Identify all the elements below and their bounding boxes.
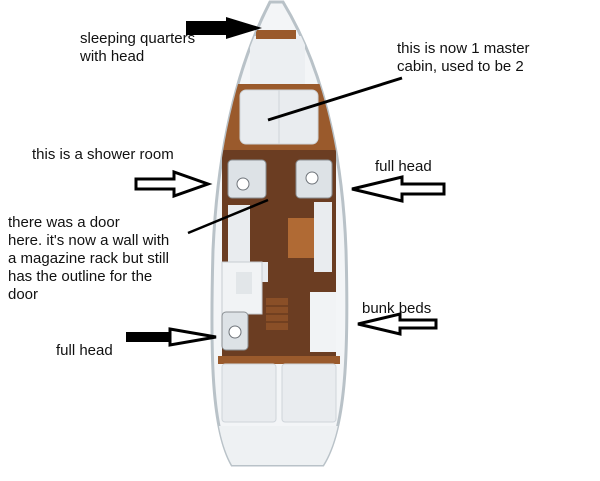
bow-trim xyxy=(256,30,296,39)
arrow-sleeping-quarters xyxy=(186,17,262,39)
aft-head-left-toilet xyxy=(228,325,242,339)
label-sleeping-quarters: sleeping quarters with head xyxy=(80,30,196,65)
bunk-bed-area xyxy=(310,292,336,352)
door-note-pointer xyxy=(187,198,269,235)
master-cabin-pointer xyxy=(267,76,403,122)
aft-cabin-left xyxy=(221,363,277,423)
bow-quarters xyxy=(250,36,305,84)
label-bunk-beds: bunk beds xyxy=(362,300,432,317)
saloon-seat-right xyxy=(314,202,332,272)
forward-head-right-toilet xyxy=(305,171,319,185)
label-master-cabin: this is now 1 master cabin, used to be 2 xyxy=(397,40,530,75)
label-full-head-right: full head xyxy=(375,158,432,175)
label-door-note: there was a door here. it's now a wall w… xyxy=(8,214,170,303)
arrow-full-head-right xyxy=(351,175,446,203)
aft-cabin-floor xyxy=(218,356,340,364)
saloon-seat-left xyxy=(228,205,250,267)
arrow-bunk-beds xyxy=(357,312,438,336)
shower-room-toilet xyxy=(236,177,250,191)
galley-counter xyxy=(236,272,252,294)
stern-deck xyxy=(218,426,340,465)
label-full-head-left: full head xyxy=(56,342,113,359)
aft-cabin-right xyxy=(281,363,337,423)
label-shower-room: this is a shower room xyxy=(32,146,174,163)
arrow-full-head-left xyxy=(126,327,217,347)
arrow-shower-room xyxy=(134,169,213,199)
saloon-table xyxy=(288,218,314,258)
